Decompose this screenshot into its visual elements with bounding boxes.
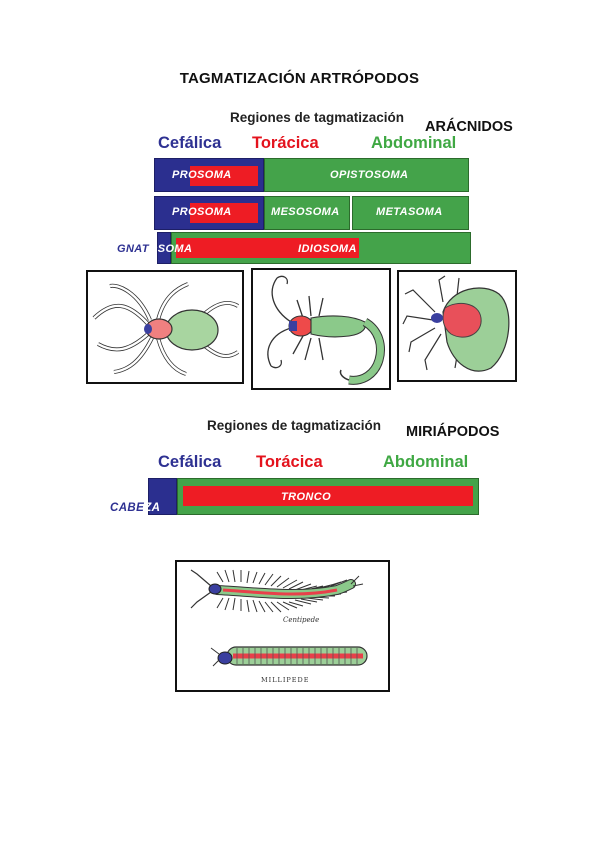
header-abdominal: Abdominal: [371, 134, 457, 152]
myriapods-header-abdominal: Abdominal: [383, 453, 469, 471]
tronco-label: TRONCO: [281, 491, 332, 503]
myriapods-subtitle: Regiones de tagmatización: [207, 418, 382, 433]
metasoma-label: METASOMA: [376, 206, 443, 218]
opistosoma-bar: [264, 158, 469, 192]
prosoma-label-row1: PROSOMA: [172, 169, 232, 181]
prosoma-red-fill-row2: [190, 203, 258, 223]
myriapods-header-cefalica: Cefálica: [158, 453, 222, 471]
myriapods-illustration: Centipede MILLIPEDE: [175, 560, 390, 692]
myriapods-group-name: MIRIÁPODOS: [406, 424, 500, 440]
header-toracica: Torácica: [252, 134, 319, 152]
spider-illustration: [86, 270, 244, 384]
mesosoma-label: MESOSOMA: [271, 206, 340, 218]
opistosoma-label: OPISTOSOMA: [330, 169, 409, 181]
centipede-label: Centipede: [283, 616, 319, 624]
millipede-label: MILLIPEDE: [261, 676, 310, 684]
mesosoma-bar: [264, 196, 350, 230]
prosoma-red-fill-row1: [190, 166, 258, 186]
gnatosoma-label: GNATOSOMA: [117, 243, 193, 255]
centipede-drawing: Centipede: [190, 569, 364, 624]
idiosoma-label: IDIOSOMA: [298, 243, 357, 255]
metasoma-bar: [352, 196, 469, 230]
cabeza-bar: [148, 478, 177, 515]
tronco-red-fill: [183, 486, 473, 506]
page-title: TAGMATIZACIÓN ARTRÓPODOS: [179, 70, 420, 87]
prosoma-label-row2: PROSOMA: [172, 206, 232, 218]
scorpion-illustration: [251, 268, 391, 390]
gnatosoma-bar: [157, 232, 171, 264]
mite-illustration: [397, 270, 517, 382]
myriapods-header-toracica: Torácica: [256, 453, 323, 471]
millipede-drawing: MILLIPEDE: [210, 646, 368, 684]
idiosoma-red-fill: [176, 238, 359, 258]
arachnids-group-name: ARÁCNIDOS: [425, 119, 513, 135]
cabeza-label: CABEZA: [110, 502, 161, 514]
arachnids-subtitle: Regiones de tagmatización: [230, 110, 405, 125]
header-cefalica: Cefálica: [158, 134, 222, 152]
